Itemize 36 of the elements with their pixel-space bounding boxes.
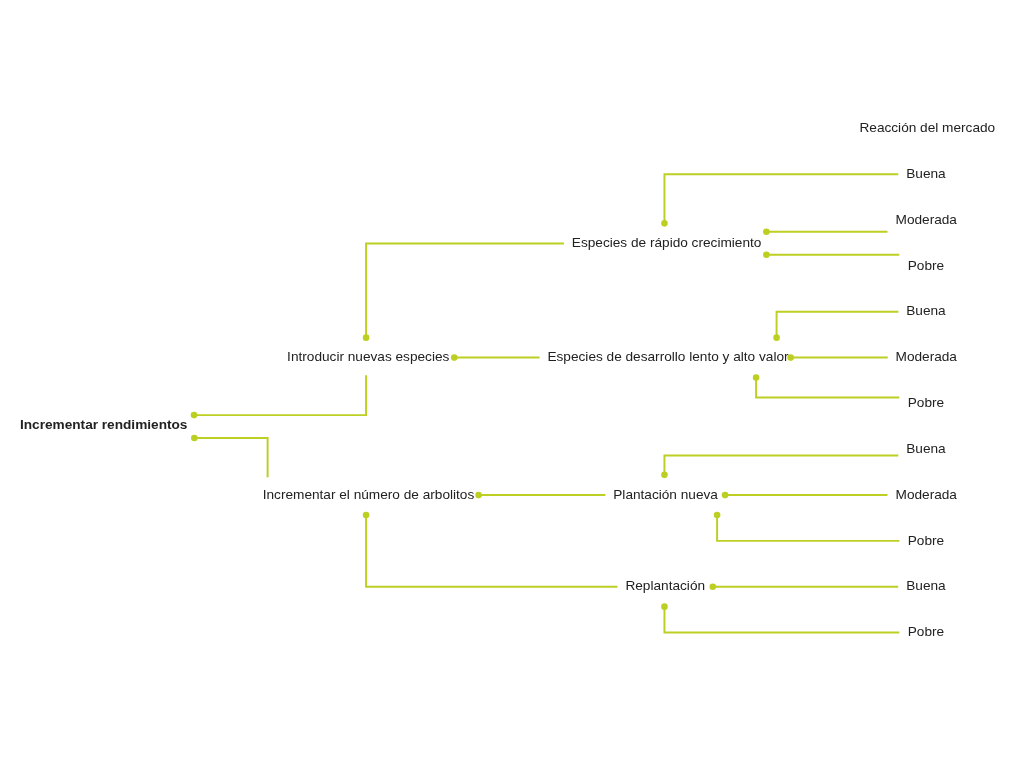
- node-text: Incrementar el número de arbolitos: [262, 486, 475, 502]
- connector: [721, 491, 889, 498]
- node-text: Introducir nuevas especies: [287, 348, 450, 364]
- connector: [661, 602, 901, 634]
- node-text: Pobre: [907, 394, 945, 410]
- connector: [450, 353, 541, 361]
- node-text: Replantación: [625, 577, 706, 593]
- connector: [763, 250, 901, 258]
- connector: [475, 491, 607, 498]
- node-text: Especies de desarrollo lento y alto valor: [547, 348, 789, 364]
- connector: [713, 511, 901, 542]
- node-text: Buena: [906, 577, 946, 593]
- node-text: Moderada: [895, 348, 957, 364]
- node-text: Buena: [906, 302, 946, 318]
- node-text: Moderada: [895, 211, 957, 227]
- connector: [773, 310, 900, 341]
- connector: [709, 582, 900, 590]
- node-text: Moderada: [895, 486, 957, 502]
- connector: [362, 242, 565, 341]
- label: Reacción del mercado: [859, 119, 996, 135]
- node-text: Pobre: [907, 257, 945, 273]
- connector: [763, 228, 889, 235]
- connector: [787, 353, 889, 361]
- connector: [362, 511, 619, 588]
- connector: [191, 434, 269, 478]
- connector: [661, 454, 900, 478]
- node-text: Pobre: [907, 532, 945, 547]
- node-text: Especies de rápido crecimiento: [571, 234, 762, 250]
- connector: [190, 373, 368, 418]
- node-text: Pobre: [907, 623, 945, 639]
- node-text: Incrementar rendimientos: [19, 416, 188, 432]
- connector: [661, 172, 900, 227]
- connector: [752, 373, 901, 399]
- node-text: Plantación nueva: [613, 486, 718, 502]
- node-text: Buena: [906, 165, 946, 181]
- node-text: Buena: [906, 440, 946, 456]
